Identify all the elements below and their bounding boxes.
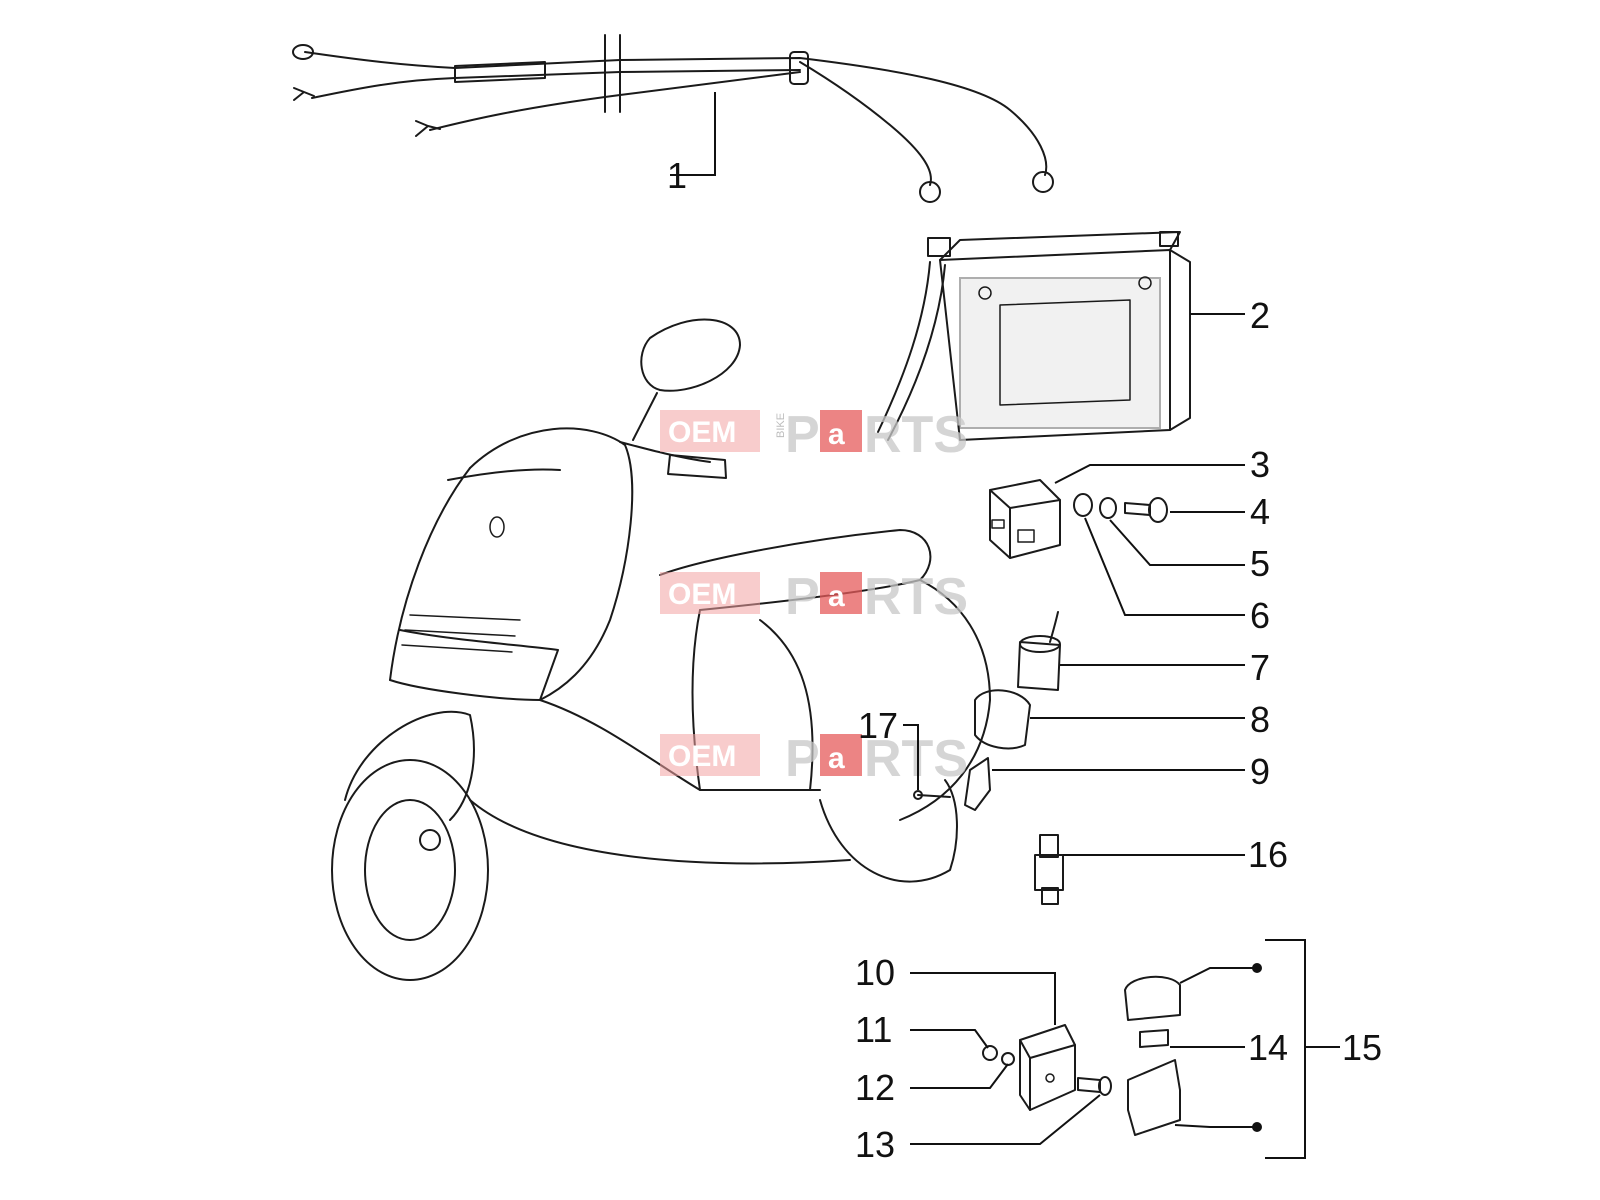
- callout-7: 7: [1250, 647, 1270, 688]
- bracket-part-9: [964, 757, 1245, 811]
- callout-10: 10: [855, 952, 895, 993]
- relay-part-3: [989, 464, 1245, 559]
- callout-11: 11: [855, 1009, 892, 1050]
- watermark-p-text: P: [785, 406, 820, 464]
- watermark-1: OEM BIKE P a RTS: [660, 406, 968, 464]
- callout-3: 3: [1250, 444, 1270, 485]
- wiring-harness-part-1: [292, 34, 1054, 203]
- watermark-a-text: a: [828, 742, 845, 775]
- battery-part-2: [877, 231, 1245, 441]
- callout-6: 6: [1250, 595, 1270, 636]
- callout-17: 17: [858, 705, 898, 746]
- callout-labels: 1 2 3 4 5 6 7 8 9 10 11 12 13 14 15 16 1…: [667, 155, 1382, 1165]
- watermark-3: OEM P a RTS: [660, 730, 968, 788]
- watermark-2: OEM P a RTS: [660, 568, 968, 626]
- part-8: [974, 689, 1245, 750]
- watermark-bike-text: BIKE: [775, 413, 787, 438]
- watermark-oem-text: OEM: [668, 740, 736, 773]
- part-7: [1017, 611, 1245, 691]
- regulator-parts-10-13: [910, 972, 1112, 1145]
- callout-4: 4: [1250, 491, 1270, 532]
- callout-15: 15: [1342, 1027, 1382, 1068]
- callout-12: 12: [855, 1067, 895, 1108]
- watermark-p-text: P: [785, 568, 820, 626]
- part-16: [1034, 834, 1245, 905]
- callout-5: 5: [1250, 543, 1270, 584]
- callout-13: 13: [855, 1124, 895, 1165]
- screw-part-17: [903, 724, 951, 800]
- watermark-rts-text: RTS: [864, 568, 968, 626]
- callout-8: 8: [1250, 699, 1270, 740]
- callout-9: 9: [1250, 751, 1270, 792]
- watermark-a-text: a: [828, 418, 845, 451]
- watermark-rts-text: RTS: [864, 730, 968, 788]
- watermark-oem-text: OEM: [668, 416, 736, 449]
- callout-16: 16: [1248, 834, 1288, 875]
- watermark-p-text: P: [785, 730, 820, 788]
- watermark-a-text: a: [828, 580, 845, 613]
- callout-2: 2: [1250, 295, 1270, 336]
- callout-14: 14: [1248, 1027, 1288, 1068]
- bolt-washers-parts-4-5-6: [1073, 493, 1245, 616]
- watermark-rts-text: RTS: [864, 406, 968, 464]
- watermark-oem-text: OEM: [668, 578, 736, 611]
- fuse-box-parts-14-15: [1124, 939, 1340, 1159]
- callout-1: 1: [667, 155, 687, 196]
